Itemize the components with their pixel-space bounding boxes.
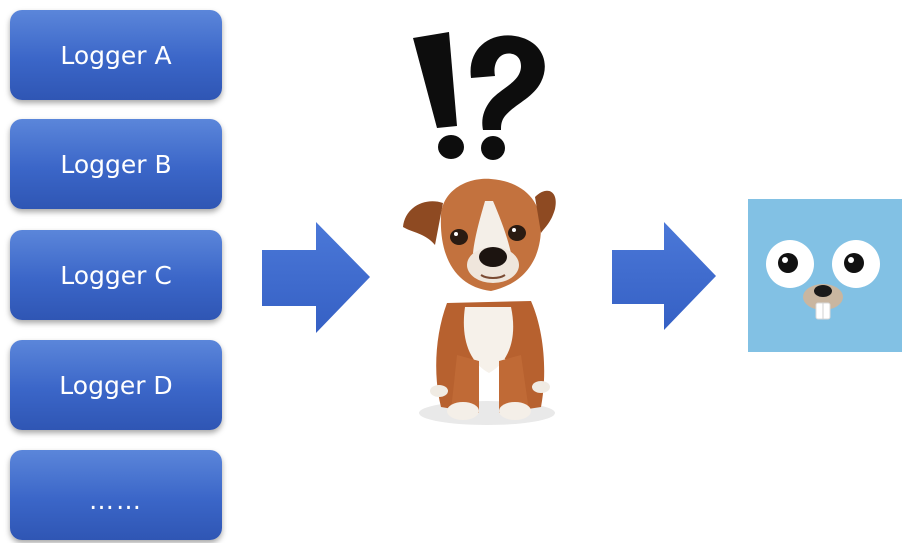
right-arrow-icon — [260, 220, 372, 335]
right-arrow-icon — [610, 220, 718, 332]
logger-c-label: Logger C — [60, 261, 172, 290]
logger-a-label: Logger A — [60, 41, 171, 70]
logger-more-label: …… — [89, 476, 143, 515]
logger-c-box: Logger C — [10, 230, 222, 320]
logger-d-label: Logger D — [59, 371, 172, 400]
logger-a-box: Logger A — [10, 10, 222, 100]
puppy-image — [395, 175, 565, 430]
logger-b-box: Logger B — [10, 119, 222, 209]
logger-d-box: Logger D — [10, 340, 222, 430]
gopher-face-icon — [748, 199, 902, 352]
logger-more-box: …… — [10, 450, 222, 540]
logger-b-label: Logger B — [60, 150, 171, 179]
exclamation-question-icon — [405, 30, 555, 165]
